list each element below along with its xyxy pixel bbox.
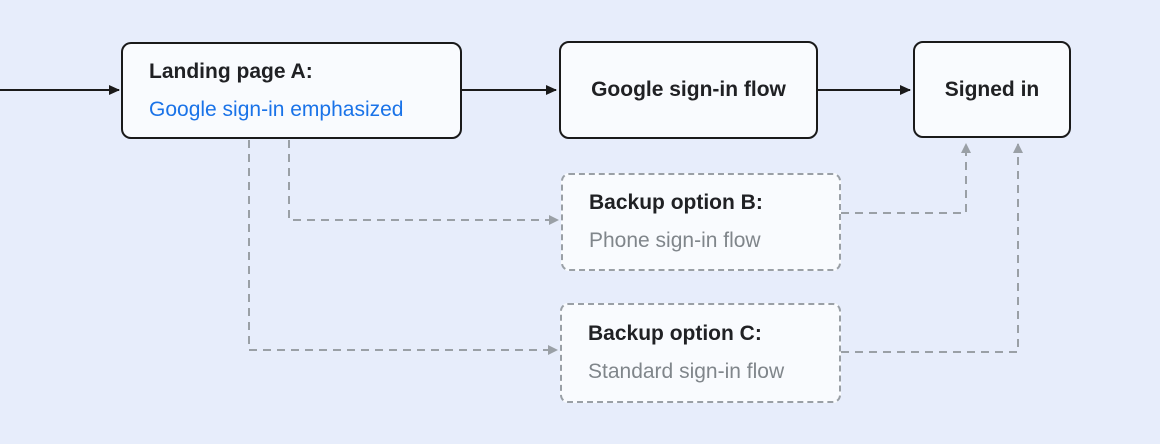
node-signed-in-label: Signed in [944, 77, 1040, 101]
node-landing-page-a-title: Landing page A: [149, 59, 313, 83]
node-landing-page-a: Landing page A: Google sign-in emphasize… [121, 42, 462, 139]
node-backup-option-c: Backup option C: Standard sign-in flow [560, 303, 841, 403]
node-backup-option-c-subtitle: Standard sign-in flow [588, 360, 785, 383]
node-landing-page-a-subtitle: Google sign-in emphasized [149, 97, 404, 121]
node-backup-option-b-title: Backup option B: [589, 191, 763, 214]
node-backup-option-b: Backup option B: Phone sign-in flow [561, 173, 841, 271]
node-signed-in: Signed in [913, 41, 1071, 138]
dashed-arrow-backup-c-to-signed-in [841, 143, 1023, 353]
node-backup-option-b-subtitle: Phone sign-in flow [589, 229, 761, 252]
dashed-arrow-landing-a-to-backup-b [288, 140, 559, 225]
node-google-sign-in-flow: Google sign-in flow [559, 41, 818, 139]
node-backup-option-c-title: Backup option C: [588, 322, 762, 345]
node-google-sign-in-flow-label: Google sign-in flow [591, 78, 786, 101]
dashed-arrow-backup-b-to-signed-in [841, 143, 971, 214]
dashed-arrow-landing-a-to-backup-c [248, 140, 558, 355]
